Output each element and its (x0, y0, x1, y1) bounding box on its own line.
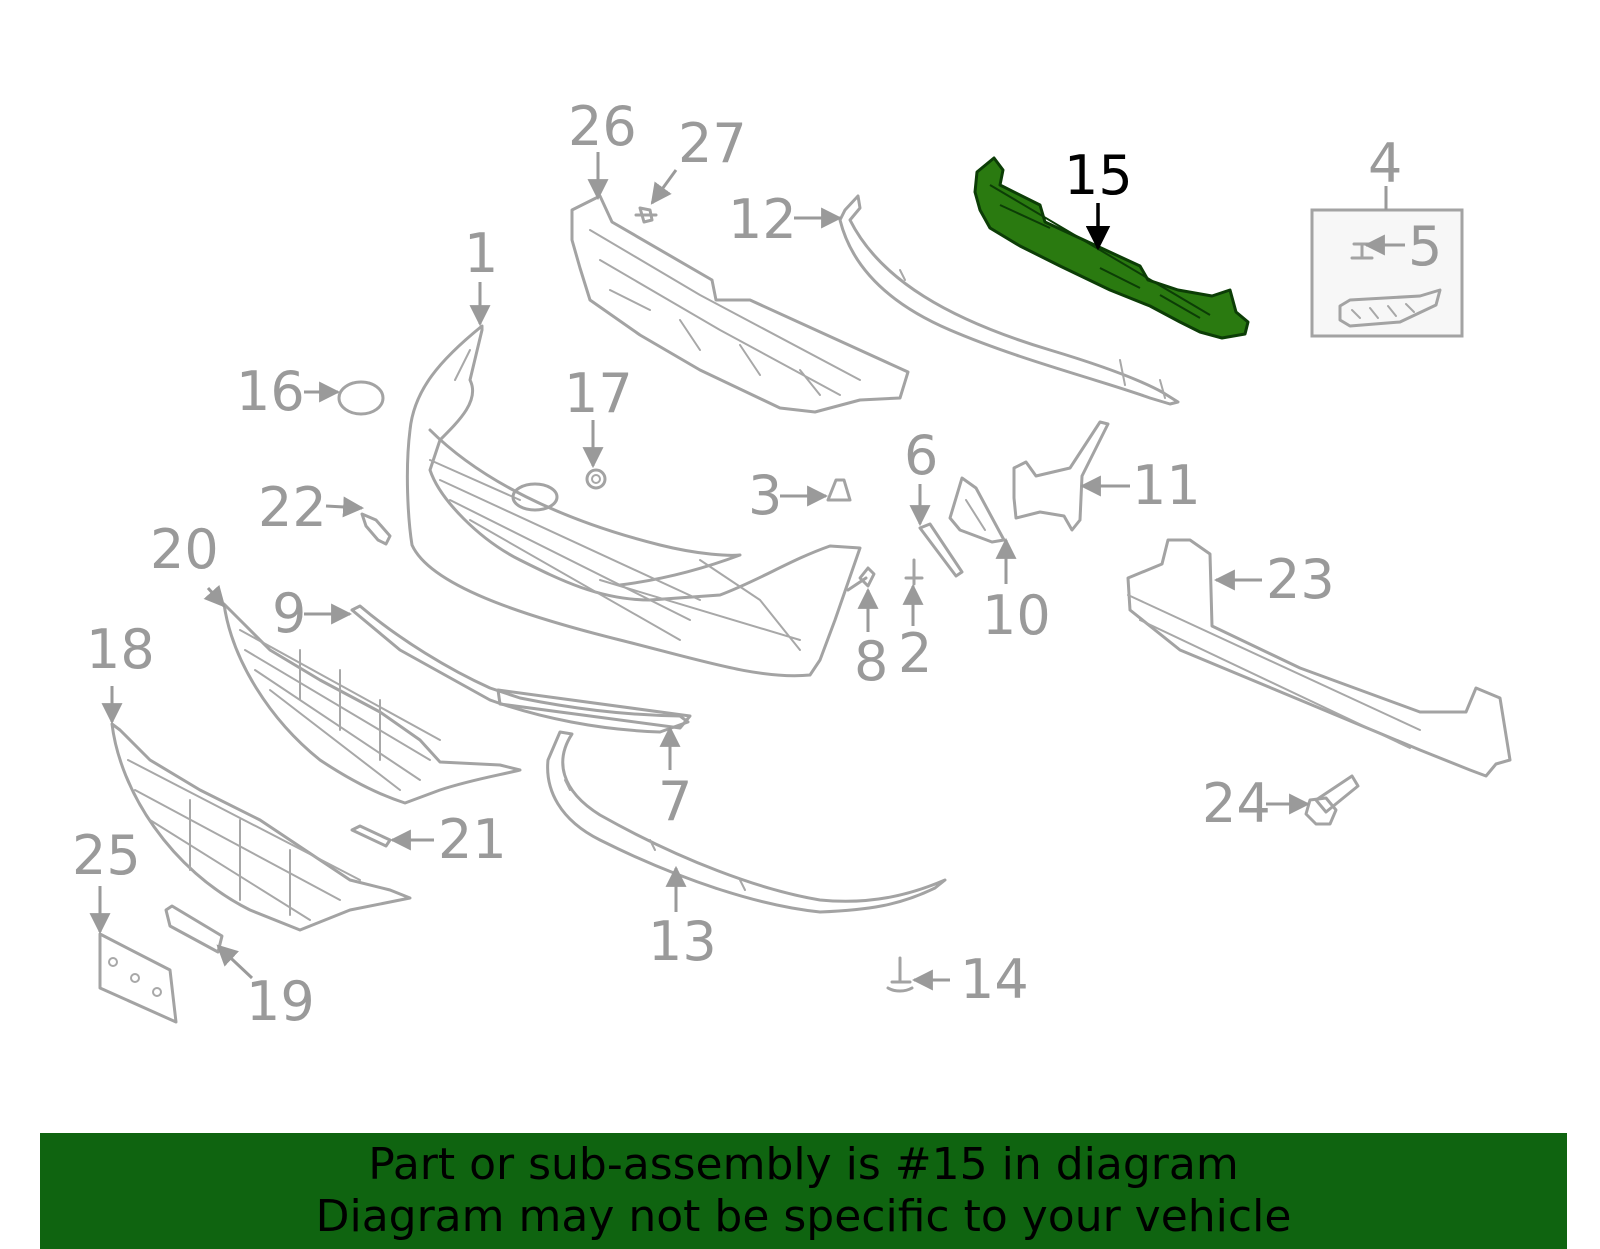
callout-1[interactable]: 1 (464, 222, 498, 285)
part-8-bolt[interactable] (846, 566, 876, 592)
part-24-bolt[interactable] (1304, 774, 1360, 826)
banner-line-2: Diagram may not be specific to your vehi… (315, 1191, 1292, 1242)
part-13-lip-spoiler[interactable] (546, 730, 947, 914)
callout-23[interactable]: 23 (1266, 548, 1335, 611)
callout-12[interactable]: 12 (728, 188, 797, 251)
banner-line-1: Part or sub-assembly is #15 in diagram (368, 1139, 1239, 1190)
part-20-grille[interactable] (222, 602, 522, 805)
callout-11[interactable]: 11 (1132, 454, 1201, 517)
part-17-nut[interactable] (585, 468, 607, 490)
callout-27[interactable]: 27 (678, 112, 747, 175)
callout-20[interactable]: 20 (150, 518, 219, 581)
part-12-molding-strip[interactable] (838, 194, 1180, 406)
callout-5[interactable]: 5 (1408, 215, 1442, 278)
part-19-bracket[interactable] (164, 904, 224, 954)
callout-4[interactable]: 4 (1368, 132, 1402, 195)
callout-25[interactable]: 25 (72, 824, 141, 887)
callout-19[interactable]: 19 (246, 970, 315, 1033)
callout-24[interactable]: 24 (1202, 772, 1271, 835)
part-3-clip[interactable] (826, 478, 852, 502)
part-16-cap[interactable] (337, 380, 385, 416)
callout-8[interactable]: 8 (854, 630, 888, 693)
callout-18[interactable]: 18 (86, 618, 155, 681)
callout-14[interactable]: 14 (960, 948, 1029, 1011)
part-14-pin[interactable] (886, 956, 914, 993)
callout-6[interactable]: 6 (904, 424, 938, 487)
part-21-trim[interactable] (350, 824, 392, 848)
callout-15[interactable]: 15 (1064, 144, 1133, 207)
callout-13[interactable]: 13 (648, 910, 717, 973)
part-11-side-bracket[interactable] (1012, 420, 1110, 532)
part-22-bracket[interactable] (360, 512, 392, 546)
part-18-grille[interactable] (110, 722, 412, 932)
callout-16[interactable]: 16 (236, 360, 305, 423)
info-banner: Part or sub-assembly is #15 in diagram D… (40, 1133, 1567, 1249)
callout-2[interactable]: 2 (898, 622, 932, 685)
part-27-clip[interactable] (634, 206, 658, 224)
callout-10[interactable]: 10 (982, 584, 1051, 647)
callout-3[interactable]: 3 (748, 464, 782, 527)
part-26-grille-support[interactable] (570, 194, 910, 414)
part-2-bolt[interactable] (904, 558, 924, 586)
part-9-molding[interactable] (350, 604, 690, 734)
part-10-bracket[interactable] (948, 476, 1006, 544)
callout-22[interactable]: 22 (258, 476, 327, 539)
part-1-bumper-cover[interactable] (405, 324, 862, 678)
part-23-reinforcement[interactable] (1126, 538, 1512, 778)
part-25-plate-bracket[interactable] (98, 932, 178, 1024)
callout-labels: 26 27 12 15 4 5 1 16 17 3 6 11 22 20 9 1… (72, 95, 1442, 1033)
part-6-bracket[interactable] (918, 522, 964, 578)
leader-lines (89, 152, 1405, 991)
callout-17[interactable]: 17 (564, 362, 633, 425)
callout-21[interactable]: 21 (438, 808, 507, 871)
callout-9[interactable]: 9 (272, 582, 306, 645)
callout-26[interactable]: 26 (568, 95, 637, 158)
callout-7[interactable]: 7 (658, 770, 692, 833)
